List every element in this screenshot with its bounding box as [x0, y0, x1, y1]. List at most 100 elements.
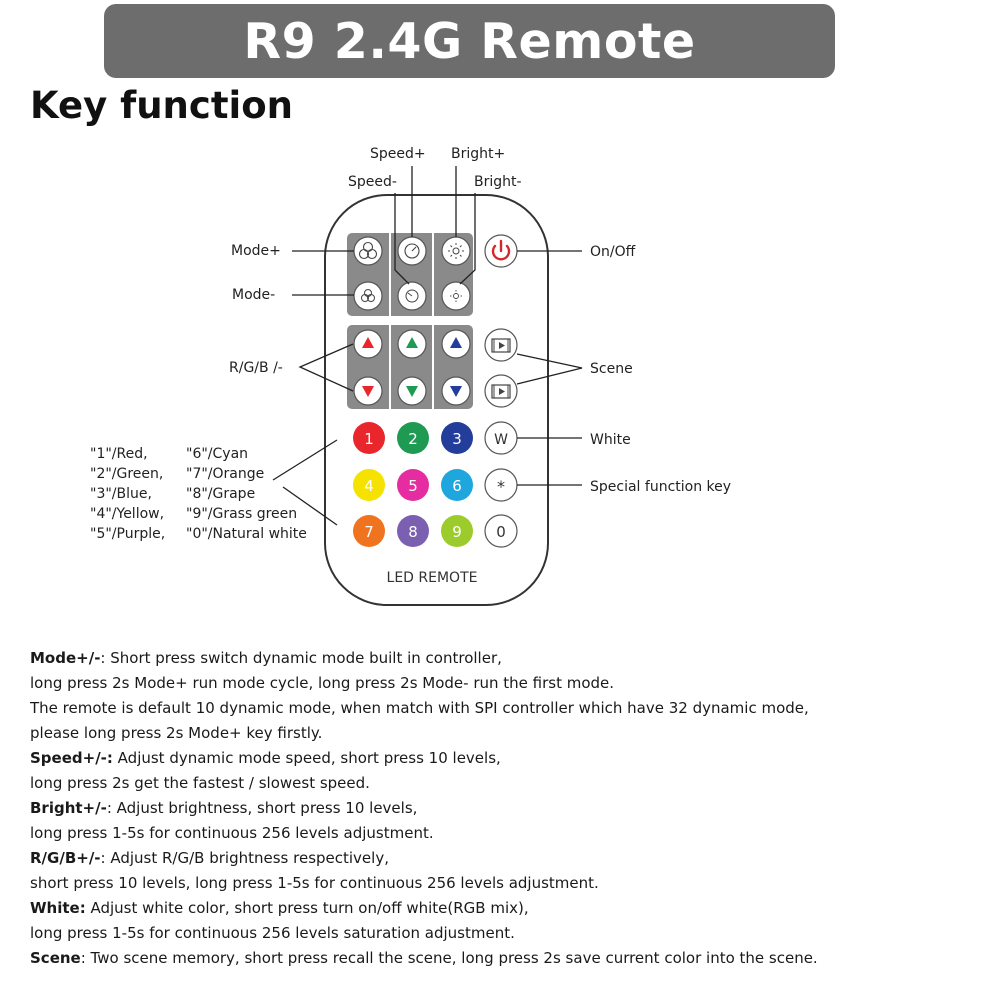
legend-right-3: "8"/Grape	[186, 486, 255, 502]
bright-plus-icon	[448, 243, 464, 259]
speed-minus-button[interactable]	[397, 281, 427, 311]
desc-text: please long press 2s Mode+ key firstly.	[30, 724, 323, 742]
section-title: Key function	[30, 84, 293, 127]
desc-label: Mode+/-	[30, 649, 101, 667]
triangle-up-icon	[362, 337, 374, 348]
desc-text: long press 1-5s for continuous 256 level…	[30, 824, 434, 842]
desc-label: White:	[30, 899, 86, 917]
page-title: R9 2.4G Remote	[243, 12, 696, 70]
desc-line: long press 2s get the fastest / slowest …	[30, 771, 970, 796]
key-8-label: 8	[408, 523, 418, 541]
key-3[interactable]: 3	[441, 422, 473, 454]
key-6[interactable]: 6	[441, 469, 473, 501]
desc-line: long press 1-5s for continuous 256 level…	[30, 921, 970, 946]
bright-plus-button[interactable]	[441, 236, 471, 266]
desc-label: R/G/B+/-	[30, 849, 101, 867]
blue-up-button[interactable]	[441, 329, 471, 359]
desc-line: Bright+/-: Adjust brightness, short pres…	[30, 796, 970, 821]
special-key-label: *	[497, 477, 505, 496]
key-5[interactable]: 5	[397, 469, 429, 501]
legend-left-3: "3"/Blue,	[90, 486, 152, 502]
desc-text: long press 2s get the fastest / slowest …	[30, 774, 370, 792]
key-5-label: 5	[408, 477, 418, 495]
desc-label: Scene	[30, 949, 81, 967]
mode-minus-button[interactable]	[353, 281, 383, 311]
mode-minus-label: Mode-	[232, 287, 275, 303]
legend-right-1: "6"/Cyan	[186, 446, 248, 462]
scene-icon	[491, 338, 511, 353]
scene-icon	[491, 384, 511, 399]
power-button[interactable]	[484, 234, 518, 268]
key-7[interactable]: 7	[353, 515, 385, 547]
legend-right-4: "9"/Grass green	[186, 506, 297, 522]
desc-line: long press 1-5s for continuous 256 level…	[30, 821, 970, 846]
key-0-label: 0	[496, 523, 506, 541]
speed-plus-label: Speed+	[370, 146, 426, 162]
desc-text: short press 10 levels, long press 1-5s f…	[30, 874, 599, 892]
triangle-down-icon	[406, 386, 418, 397]
mode-minus-icon	[361, 289, 375, 302]
red-down-button[interactable]	[353, 376, 383, 406]
desc-text: : Adjust R/G/B brightness respectively,	[100, 849, 389, 867]
desc-text: Adjust white color, short press turn on/…	[85, 899, 529, 917]
triangle-up-icon	[406, 337, 418, 348]
triangle-down-icon	[362, 386, 374, 397]
bright-minus-label: Bright-	[474, 174, 522, 190]
white-button[interactable]: W	[484, 421, 518, 455]
speed-plus-button[interactable]	[397, 236, 427, 266]
triangle-down-icon	[450, 386, 462, 397]
bright-plus-label: Bright+	[451, 146, 505, 162]
key-9[interactable]: 9	[441, 515, 473, 547]
scene-2-button[interactable]	[484, 374, 518, 408]
speed-minus-label: Speed-	[348, 174, 397, 190]
key-7-label: 7	[364, 523, 374, 541]
desc-text: : Two scene memory, short press recall t…	[80, 949, 818, 967]
mode-plus-button[interactable]	[353, 236, 383, 266]
description-block: Mode+/-: Short press switch dynamic mode…	[30, 646, 970, 971]
white-key-label: W	[494, 432, 508, 448]
key-1[interactable]: 1	[353, 422, 385, 454]
legend-left-5: "5"/Purple,	[90, 526, 165, 542]
desc-line: White: Adjust white color, short press t…	[30, 896, 970, 921]
callout-lines	[272, 166, 583, 526]
blue-down-button[interactable]	[441, 376, 471, 406]
power-icon	[491, 239, 511, 261]
key-6-label: 6	[452, 477, 462, 495]
scene-label: Scene	[590, 361, 633, 377]
desc-text: long press 2s Mode+ run mode cycle, long…	[30, 674, 615, 692]
desc-line: The remote is default 10 dynamic mode, w…	[30, 696, 970, 721]
desc-line: short press 10 levels, long press 1-5s f…	[30, 871, 970, 896]
on-off-label: On/Off	[590, 244, 636, 260]
desc-line: please long press 2s Mode+ key firstly.	[30, 721, 970, 746]
key-1-label: 1	[364, 430, 374, 448]
desc-text: : Short press switch dynamic mode built …	[100, 649, 502, 667]
remote-diagram: 1 2 3 W 4 5 6 * 7 8 9 0 LED	[90, 146, 731, 606]
key-2[interactable]: 2	[397, 422, 429, 454]
key-8[interactable]: 8	[397, 515, 429, 547]
legend-left-4: "4"/Yellow,	[90, 506, 164, 522]
desc-text: : Adjust brightness, short press 10 leve…	[106, 799, 418, 817]
desc-line: Mode+/-: Short press switch dynamic mode…	[30, 646, 970, 671]
red-up-button[interactable]	[353, 329, 383, 359]
desc-line: long press 2s Mode+ run mode cycle, long…	[30, 671, 970, 696]
rgb-label: R/G/B /-	[229, 360, 283, 376]
speed-minus-icon	[405, 289, 419, 303]
scene-1-button[interactable]	[484, 328, 518, 362]
desc-label: Bright+/-	[30, 799, 107, 817]
special-function-button[interactable]: *	[484, 468, 518, 502]
desc-label: Speed+/-:	[30, 749, 113, 767]
legend-left-1: "1"/Red,	[90, 446, 148, 462]
green-down-button[interactable]	[397, 376, 427, 406]
remote-footer-label: LED REMOTE	[387, 570, 478, 586]
mode-plus-label: Mode+	[231, 243, 281, 259]
bright-minus-button[interactable]	[441, 281, 471, 311]
triangle-up-icon	[450, 337, 462, 348]
desc-line: R/G/B+/-: Adjust R/G/B brightness respec…	[30, 846, 970, 871]
key-4[interactable]: 4	[353, 469, 385, 501]
legend-left-2: "2"/Green,	[90, 466, 163, 482]
key-2-label: 2	[408, 430, 418, 448]
green-up-button[interactable]	[397, 329, 427, 359]
mode-plus-icon	[358, 241, 378, 260]
title-banner: R9 2.4G Remote	[104, 4, 835, 78]
key-0[interactable]: 0	[484, 514, 518, 548]
